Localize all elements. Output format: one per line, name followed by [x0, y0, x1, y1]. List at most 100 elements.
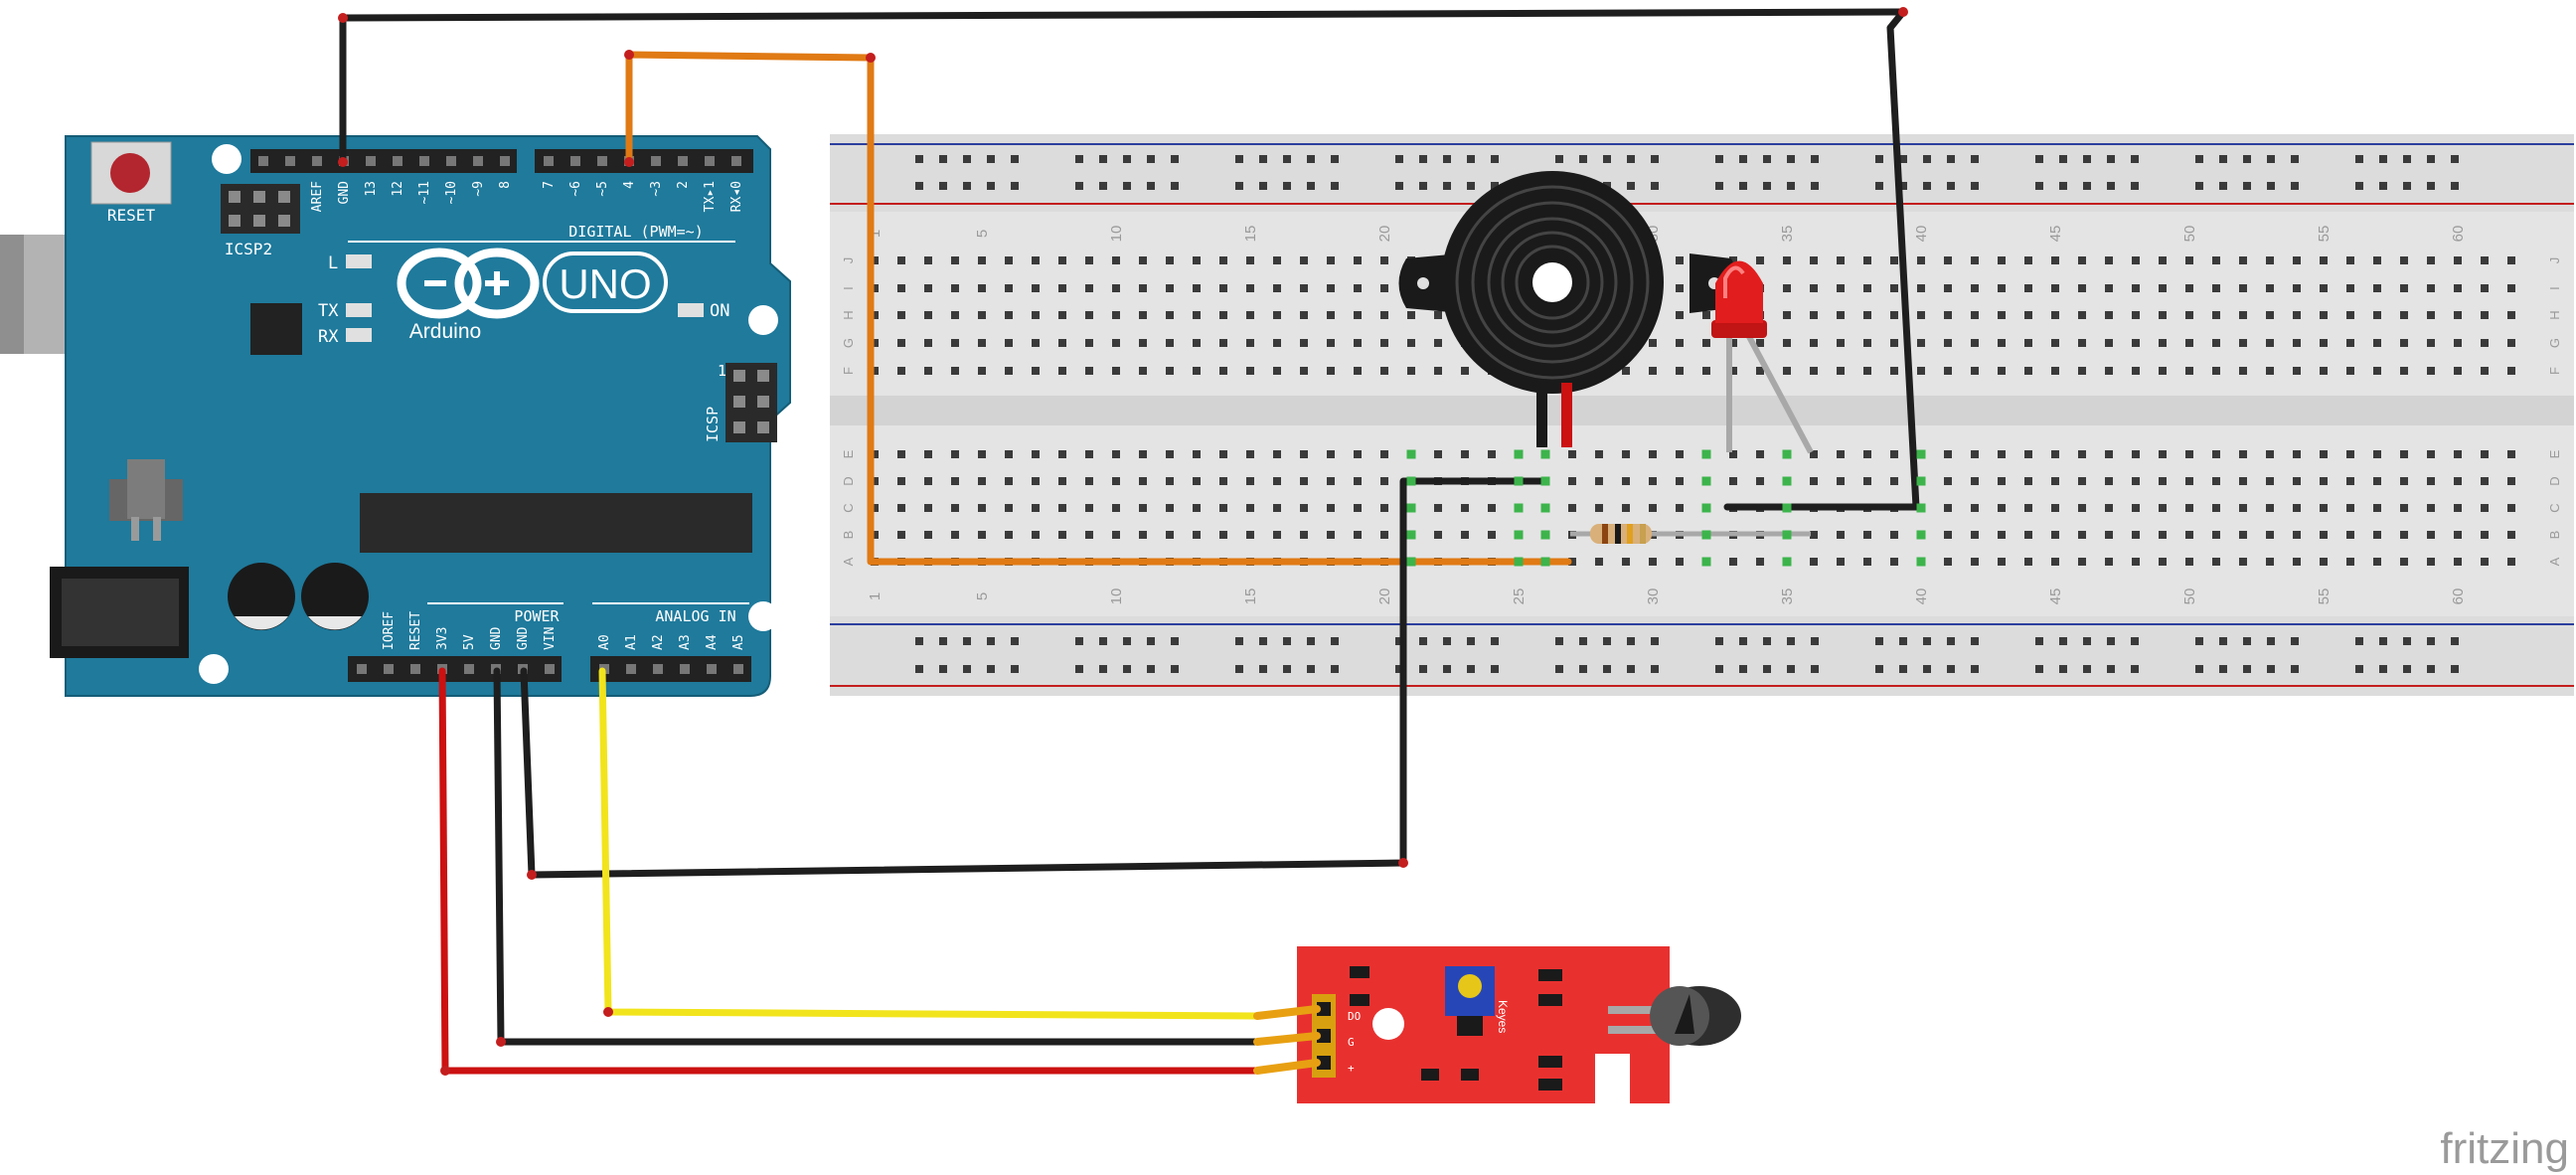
top-pin-label: ~6: [568, 181, 583, 197]
breadboard-column-number: 40: [1913, 588, 1930, 605]
top-pin-label: 12: [391, 181, 405, 197]
top-pin-label: 13: [364, 181, 379, 197]
sensor-brand: Keyes: [1496, 1000, 1510, 1033]
breadboard-column-number: 10: [1108, 226, 1125, 243]
top-pin-label: 8: [498, 181, 513, 189]
breadboard-row-letter: G: [841, 338, 856, 348]
model-label: UNO: [559, 260, 651, 307]
breadboard-column-number: 45: [2047, 226, 2064, 243]
breadboard-column-number: 35: [1779, 588, 1796, 605]
breadboard-row-letter: I: [841, 286, 856, 290]
uno-badge: [543, 252, 668, 313]
breadboard-row-letter: A: [2547, 557, 2562, 566]
digital-header-right: [535, 149, 753, 173]
power-pin-label: GND: [516, 626, 531, 650]
breadboard-column-number: 10: [1108, 588, 1125, 605]
breadboard: 1155101015152020252530303535404045455050…: [830, 134, 2574, 696]
led-rx: [346, 328, 372, 342]
breadboard-column-number: 1: [867, 592, 884, 600]
mounting-hole: [212, 144, 242, 174]
breadboard-row-letter: I: [2547, 286, 2562, 290]
breadboard-row-letter: A: [841, 557, 856, 566]
analog-header: [590, 656, 751, 682]
reset-label: RESET: [107, 206, 156, 225]
breadboard-column-number: 55: [2316, 226, 2333, 243]
breadboard-column-number: 50: [2181, 588, 2198, 605]
breadboard-row-letter: D: [841, 476, 856, 485]
top-pin-label: 7: [542, 181, 557, 189]
piezo-buzzer: [1398, 171, 1738, 447]
breadboard-column-number: 20: [1376, 226, 1393, 243]
mounting-hole: [748, 305, 778, 335]
tx-label: TX: [318, 301, 339, 321]
breadboard-row-letter: E: [2547, 449, 2562, 458]
wire-gnd-top: [339, 8, 1920, 511]
breadboard-row-letter: C: [841, 503, 856, 512]
top-pin-label: ~5: [595, 181, 610, 197]
analog-pin-label: A1: [624, 634, 639, 650]
breadboard-column-number: 40: [1913, 226, 1930, 243]
analog-label: ANALOG IN: [655, 607, 735, 625]
breadboard-row-letter: C: [2547, 503, 2562, 512]
brand-label: Arduino: [409, 320, 481, 343]
arduino-logo: [397, 248, 540, 319]
breadboard-row-letter: E: [841, 449, 856, 458]
red-led: [1711, 260, 1814, 454]
power-label: POWER: [514, 607, 560, 625]
wires: [338, 7, 1920, 1076]
breadboard-row-letter: H: [841, 310, 856, 319]
breadboard-column-number: 60: [2450, 226, 2467, 243]
breadboard-column-number: 1: [867, 230, 884, 238]
rx-label: RX: [318, 327, 339, 347]
top-pin-label: GND: [337, 181, 352, 205]
breadboard-column-number: 5: [974, 230, 991, 238]
led-l: [346, 254, 372, 268]
power-pin-label: VIN: [543, 627, 558, 650]
breadboard-column-number: 60: [2450, 588, 2467, 605]
top-pin-label: ~9: [471, 181, 486, 197]
sensor-pin-plus: +: [1348, 1062, 1355, 1075]
icsp-pin1-label: 1: [718, 362, 726, 380]
resistor: [1570, 524, 1811, 544]
breadboard-row-letter: J: [2547, 257, 2562, 264]
reset-button-cap[interactable]: [110, 153, 150, 193]
power-pin-label: IOREF: [382, 611, 397, 650]
on-label: ON: [710, 301, 729, 321]
sensor-pin-do: DO: [1348, 1010, 1361, 1023]
top-pin-label: 2: [676, 181, 691, 189]
breadboard-row-letter: H: [2547, 310, 2562, 319]
comparator-chip: [1457, 1016, 1483, 1036]
power-pin-label: RESET: [408, 611, 423, 650]
wire-a0: [598, 667, 1261, 1020]
icsp-header: [725, 363, 777, 442]
atmega-chip: [360, 493, 752, 553]
power-pin-label: GND: [489, 626, 504, 650]
top-pin-label: ~11: [417, 181, 432, 204]
breadboard-column-number: 15: [1242, 588, 1259, 605]
led-l-label: L: [328, 253, 338, 273]
breadboard-column-number: 35: [1779, 226, 1796, 243]
breadboard-row-letter: D: [2547, 476, 2562, 485]
breadboard-connected-holes: [1406, 449, 1926, 567]
top-pin-label: AREF: [310, 181, 325, 212]
top-pin-label: ~10: [444, 181, 459, 204]
breadboard-column-number: 5: [974, 592, 991, 600]
breadboard-column-number: 30: [1645, 588, 1662, 605]
top-pin-label: TX▸1: [703, 181, 718, 212]
top-pin-label: 4: [622, 181, 637, 189]
capacitor: [228, 563, 295, 630]
breadboard-column-number: 15: [1242, 226, 1259, 243]
breadboard-column-number: 25: [1511, 588, 1528, 605]
breadboard-column-number: 45: [2047, 588, 2064, 605]
power-header: [348, 656, 562, 682]
top-pin-label: RX◂0: [729, 181, 744, 212]
breadboard-row-letter: F: [2547, 367, 2562, 375]
sensor-pin-g: G: [1348, 1036, 1355, 1049]
breadboard-row-letter: B: [2547, 531, 2562, 540]
led-tx: [346, 303, 372, 317]
breadboard-row-letter: J: [841, 257, 856, 264]
